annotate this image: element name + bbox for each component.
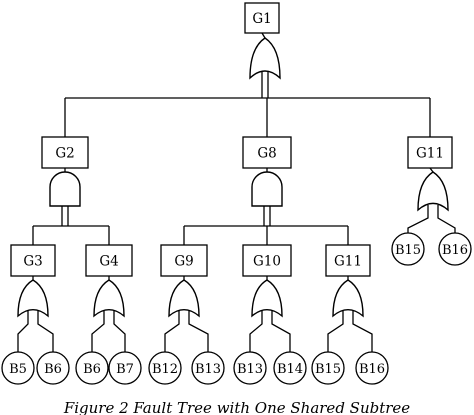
gate-box-g11b (325, 244, 371, 277)
gate-box-g4 (85, 244, 133, 277)
gate-label-g11b: G11 (334, 254, 362, 270)
gate-label-g3: G3 (23, 254, 42, 270)
gate-box-g3 (10, 244, 56, 277)
event-circle-b6b (75, 351, 109, 385)
event-label-b5: B5 (9, 362, 27, 377)
gate-label-g4: G4 (99, 254, 118, 270)
gate-stem-g1 (261, 32, 266, 39)
event-circle-b16b (438, 232, 472, 266)
or-gate-g11b (332, 279, 364, 318)
event-label-b16b: B16 (442, 243, 468, 258)
event-circle-b15a (311, 351, 345, 385)
event-circle-b7 (108, 351, 142, 385)
event-lead (271, 311, 291, 352)
gate-box-g11a (407, 136, 453, 169)
and-gate-g8 (251, 171, 283, 207)
event-lead (437, 205, 456, 233)
gate-label-g11a: G11 (416, 146, 444, 162)
gate-label-g8: G8 (257, 146, 276, 162)
event-circle-b14 (273, 351, 307, 385)
gate-box-g1 (244, 2, 280, 34)
or-gate-g3 (17, 279, 49, 318)
or-gate-g10 (251, 279, 283, 318)
gate-label-g2: G2 (55, 146, 74, 162)
or-gate-g9 (168, 279, 200, 318)
event-lead (249, 311, 263, 352)
gate-label-g9: G9 (174, 254, 193, 270)
figure-caption: Figure 2 Fault Tree with One Shared Subt… (63, 399, 411, 415)
gate-stem-g11a (429, 167, 434, 173)
gate-label-g1: G1 (252, 11, 271, 27)
event-circle-b6a (36, 351, 70, 385)
or-gate-g1 (249, 37, 281, 80)
event-circle-b16a (355, 351, 389, 385)
event-label-b12: B12 (152, 362, 178, 377)
event-label-b13a: B13 (195, 362, 221, 377)
event-label-b16a: B16 (359, 362, 385, 377)
event-label-b13b: B13 (237, 362, 263, 377)
gate-box-g10 (242, 244, 292, 277)
event-label-b6a: B6 (44, 362, 62, 377)
event-lead (17, 311, 29, 352)
event-lead (164, 311, 180, 352)
or-gate-g4 (93, 279, 125, 318)
gate-label-g10: G10 (253, 254, 281, 270)
event-circle-b12 (148, 351, 182, 385)
event-lead (352, 311, 373, 352)
event-circle-b5 (1, 351, 35, 385)
event-lead (91, 311, 105, 352)
event-label-b15b: B15 (395, 243, 421, 258)
event-circle-b13a (191, 351, 225, 385)
event-lead (327, 311, 344, 352)
and-gate-g2 (49, 171, 81, 207)
event-label-b7: B7 (116, 362, 134, 377)
event-label-b15a: B15 (315, 362, 341, 377)
event-lead (37, 311, 54, 352)
or-gate-g11a (417, 171, 449, 212)
event-circle-b13b (233, 351, 267, 385)
gate-box-g9 (160, 244, 208, 277)
event-label-b6b: B6 (83, 362, 101, 377)
event-label-b14: B14 (277, 362, 303, 377)
event-lead (113, 311, 126, 352)
event-lead (407, 205, 429, 233)
event-lead (188, 311, 209, 352)
event-circle-b15b (391, 232, 425, 266)
gate-box-g8 (242, 136, 292, 169)
gate-box-g2 (41, 136, 89, 169)
